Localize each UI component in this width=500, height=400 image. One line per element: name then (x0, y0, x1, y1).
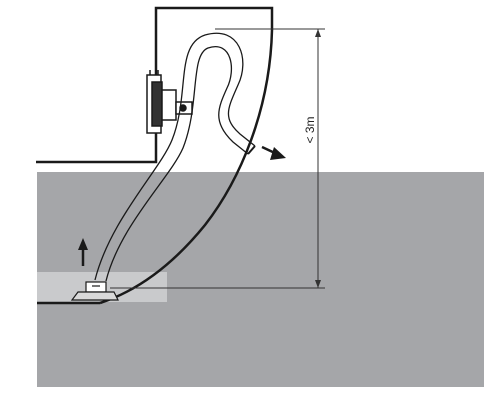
height-dimension (110, 28, 325, 289)
wall-outline (36, 6, 274, 164)
flow-arrow-up-icon (78, 238, 88, 266)
water-body (37, 172, 484, 387)
hose (94, 32, 256, 282)
suction-strainer-icon (70, 281, 119, 301)
hose-end-cap (247, 145, 256, 155)
pump-icon (146, 70, 193, 134)
discharge-arrow-icon (261, 145, 286, 160)
wall-structure (36, 6, 274, 305)
hose-outer-edge (94, 32, 256, 281)
height-dimension-label: < 3m (303, 116, 317, 143)
curved-ramp (99, 29, 274, 305)
hose-inner-edge (105, 46, 249, 282)
